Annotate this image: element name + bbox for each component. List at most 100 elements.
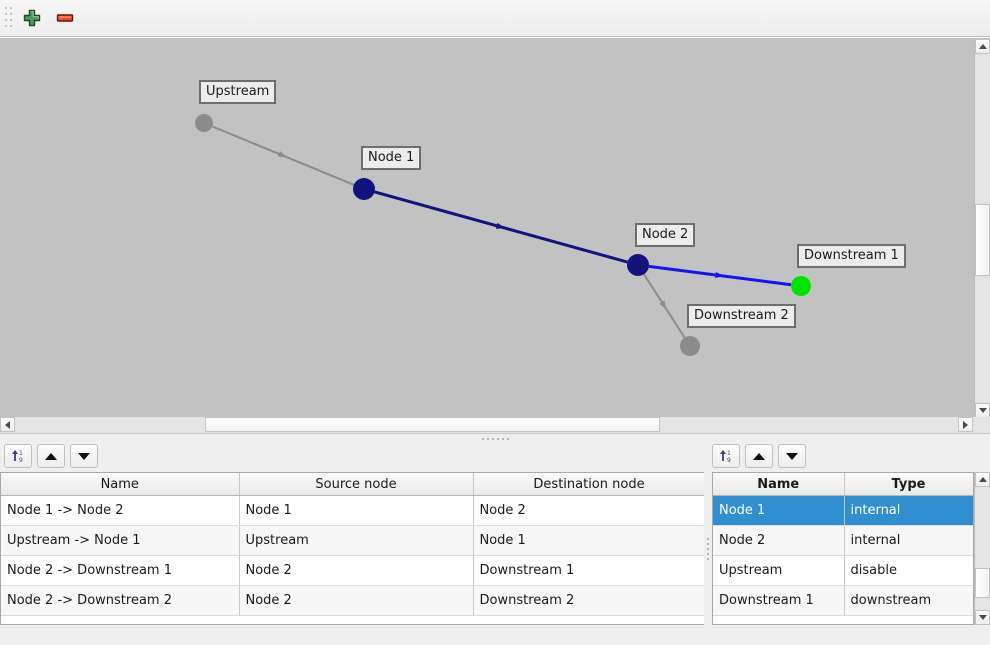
graph-edge-node2-downstream1[interactable] [648, 264, 792, 287]
graph-node-node1[interactable] [353, 178, 375, 200]
column-header-source-node[interactable]: Source node [239, 473, 474, 496]
graph-node-label-node1[interactable]: Node 1 [361, 146, 422, 170]
chevron-up-icon [978, 44, 987, 49]
arrowhead-icon [715, 272, 725, 278]
links-sort-button[interactable]: 1 9 [4, 444, 32, 468]
tables-splitter[interactable] [704, 472, 712, 625]
cell-type: internal [844, 525, 973, 556]
svg-text:9: 9 [19, 457, 23, 464]
cell-source: Node 2 [239, 585, 474, 616]
graph-edge-node1-node2[interactable] [374, 190, 628, 264]
toolbar-grip[interactable] [4, 7, 14, 29]
remove-node-button[interactable] [50, 3, 80, 33]
canvas-scroll-left-button[interactable] [0, 417, 15, 432]
links-toolbar: 1 9 [4, 443, 98, 469]
column-header-name[interactable]: Name [1, 473, 240, 496]
cell-destination: Node 1 [473, 525, 705, 556]
nodes-move-up-button[interactable] [745, 444, 773, 468]
nodes-scroll-up-button[interactable] [975, 472, 990, 487]
graph-edge-node2-downstream2[interactable] [643, 273, 686, 339]
graph-node-downstream1[interactable] [791, 276, 811, 296]
chevron-up-icon [978, 477, 987, 482]
graph-node-upstream[interactable] [195, 114, 213, 132]
canvas-scroll-up-button[interactable] [975, 39, 990, 54]
chevron-down-icon [978, 615, 987, 620]
cell-name: Node 2 -> Downstream 2 [1, 585, 240, 616]
sort-icon: 1 9 [720, 450, 731, 464]
graph-node-label-upstream[interactable]: Upstream [199, 80, 277, 104]
cell-destination: Node 2 [473, 495, 705, 526]
nodes-move-down-button[interactable] [778, 444, 806, 468]
graph-edge-upstream-node1[interactable] [211, 125, 355, 186]
canvas-tables-splitter[interactable] [0, 433, 990, 444]
graph-svg [195, 114, 811, 356]
graph-node-label-downstream2[interactable]: Downstream 2 [687, 304, 796, 328]
svg-text:1: 1 [727, 450, 731, 457]
arrow-up-icon [45, 452, 57, 460]
graph-node-label-node2[interactable]: Node 2 [635, 223, 696, 247]
canvas-vertical-scroll-thumb[interactable] [975, 204, 990, 276]
canvas-horizontal-scrollbar[interactable] [0, 417, 990, 433]
graph-node-node2[interactable] [627, 254, 649, 276]
graph-node-downstream2[interactable] [680, 336, 700, 356]
cell-source: Node 1 [239, 495, 474, 526]
column-header-name[interactable]: Name [713, 473, 845, 496]
canvas-scroll-down-button[interactable] [975, 403, 990, 418]
sort-icon: 1 9 [12, 450, 23, 464]
cell-name: Downstream 1 [713, 585, 845, 616]
arrow-up-icon [753, 452, 765, 460]
chevron-down-icon [978, 408, 987, 413]
tables-splitter-grip-icon [707, 537, 709, 560]
nodes-sort-button[interactable]: 1 9 [712, 444, 740, 468]
links-move-down-button[interactable] [70, 444, 98, 468]
cell-name: Node 1 -> Node 2 [1, 495, 240, 526]
cell-name: Upstream [713, 555, 845, 586]
add-node-button[interactable] [17, 3, 47, 33]
chevron-right-icon [963, 420, 968, 429]
nodes-vertical-scroll-thumb[interactable] [975, 568, 990, 598]
canvas-scroll-right-button[interactable] [958, 417, 973, 432]
minus-icon [56, 14, 74, 22]
cell-type: downstream [844, 585, 973, 616]
graph-node-label-downstream1[interactable]: Downstream 1 [797, 244, 906, 268]
cell-destination: Downstream 2 [473, 585, 705, 616]
svg-text:1: 1 [19, 450, 23, 457]
cell-name: Node 2 -> Downstream 1 [1, 555, 240, 586]
nodes-scroll-down-button[interactable] [975, 610, 990, 625]
canvas-vertical-scrollbar[interactable] [974, 39, 990, 418]
column-header-destination-node[interactable]: Destination node [473, 473, 705, 496]
column-header-type[interactable]: Type [844, 473, 973, 496]
cell-name: Node 1 [713, 495, 845, 526]
cell-type: disable [844, 555, 973, 586]
nodes-table-vertical-scrollbar[interactable] [974, 472, 990, 625]
links-move-up-button[interactable] [37, 444, 65, 468]
arrowhead-icon [277, 151, 288, 158]
cell-name: Upstream -> Node 1 [1, 525, 240, 556]
chevron-left-icon [5, 420, 10, 429]
cell-type: internal [844, 495, 973, 526]
arrow-down-icon [786, 452, 798, 460]
cell-destination: Downstream 1 [473, 555, 705, 586]
canvas-horizontal-scroll-thumb[interactable] [205, 417, 660, 432]
splitter-grip-icon [481, 438, 509, 440]
